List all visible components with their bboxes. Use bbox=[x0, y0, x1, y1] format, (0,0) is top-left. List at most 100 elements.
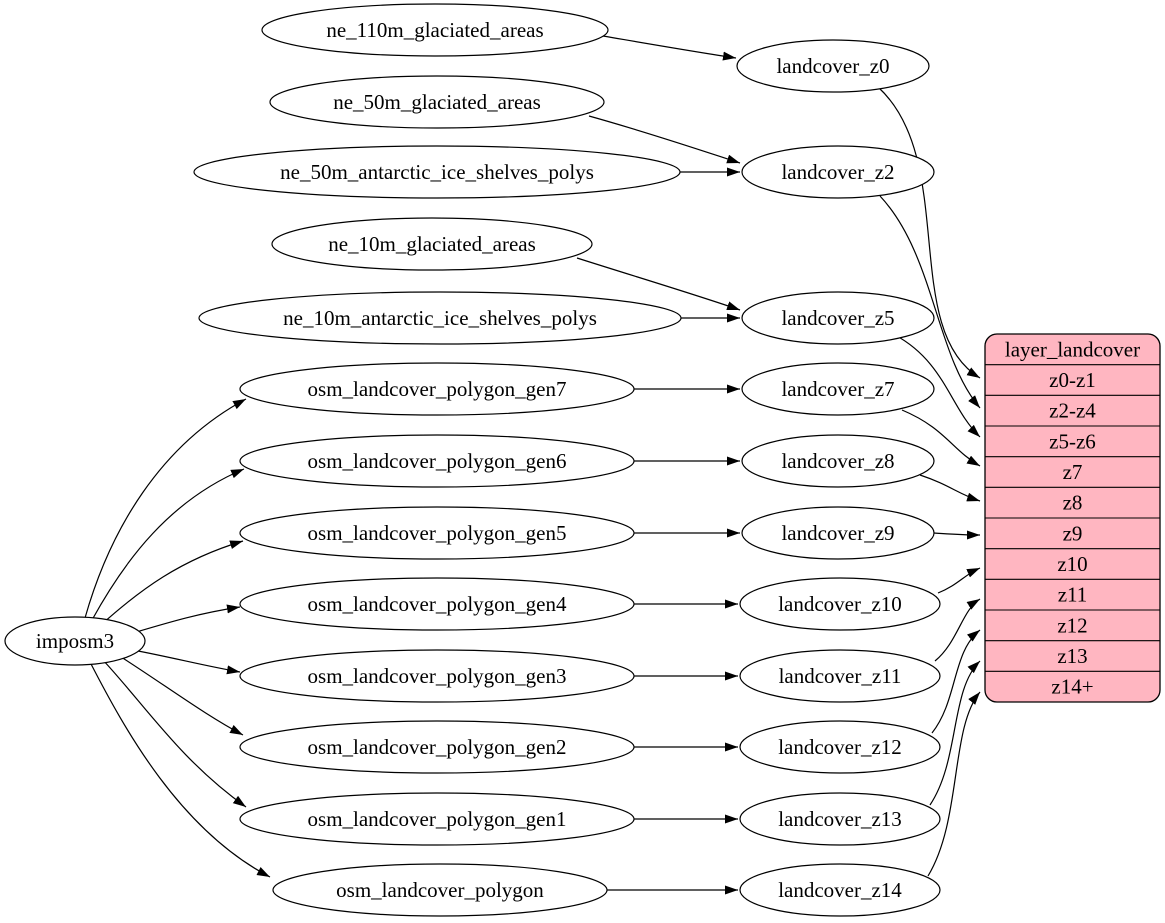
node-ne_10m_antarctic_ice_shelves_polys: ne_10m_antarctic_ice_shelves_polys bbox=[198, 291, 682, 345]
node-landcover_z2: landcover_z2 bbox=[741, 145, 935, 199]
edge-imposm3-to-osm_landcover_polygon_gen2 bbox=[117, 654, 244, 736]
node-landcover_z9: landcover_z9 bbox=[741, 506, 935, 560]
node-label-osm_landcover_polygon_gen7: osm_landcover_polygon_gen7 bbox=[308, 377, 567, 401]
node-label-landcover_z0: landcover_z0 bbox=[776, 54, 889, 78]
node-shape-ne_50m_glaciated_areas bbox=[269, 75, 605, 129]
node-shape-landcover_z5 bbox=[741, 291, 935, 345]
node-label-osm_landcover_polygon_gen5: osm_landcover_polygon_gen5 bbox=[308, 521, 567, 545]
node-label-landcover_z14: landcover_z14 bbox=[778, 878, 902, 902]
node-label-osm_landcover_polygon_gen1: osm_landcover_polygon_gen1 bbox=[308, 807, 567, 831]
node-shape-landcover_z11 bbox=[739, 649, 941, 703]
node-shape-osm_landcover_polygon_gen6 bbox=[239, 434, 635, 488]
node-shape-imposm3 bbox=[4, 616, 146, 666]
node-landcover_z5: landcover_z5 bbox=[741, 291, 935, 345]
edge-imposm3-to-osm_landcover_polygon_gen6 bbox=[91, 468, 245, 621]
node-shape-osm_landcover_polygon_gen2 bbox=[239, 720, 635, 774]
node-shape-osm_landcover_polygon_gen5 bbox=[239, 506, 635, 560]
record-table-layer: layer_landcoverz0-z1z2-z4z5-z6z7z8z9z10z… bbox=[984, 333, 1161, 703]
node-imposm3: imposm3 bbox=[4, 616, 146, 666]
node-shape-osm_landcover_polygon_gen3 bbox=[239, 649, 635, 703]
node-osm_landcover_polygon_gen2: osm_landcover_polygon_gen2 bbox=[239, 720, 635, 774]
node-shape-osm_landcover_polygon_gen7 bbox=[239, 362, 635, 416]
node-shape-ne_10m_antarctic_ice_shelves_polys bbox=[198, 291, 682, 345]
edge-ne_10m_glaciated_areas-to-landcover_z5 bbox=[576, 257, 741, 311]
edges-layer bbox=[84, 35, 981, 895]
edge-imposm3-to-osm_landcover_polygon_gen5 bbox=[101, 540, 244, 625]
node-shape-ne_50m_antarctic_ice_shelves_polys bbox=[193, 145, 681, 199]
node-ne_50m_antarctic_ice_shelves_polys: ne_50m_antarctic_ice_shelves_polys bbox=[193, 145, 681, 199]
node-label-ne_10m_glaciated_areas: ne_10m_glaciated_areas bbox=[328, 232, 536, 256]
record-row-z9: z9 bbox=[1063, 521, 1083, 545]
node-shape-osm_landcover_polygon_gen1 bbox=[239, 792, 635, 846]
edge-imposm3-to-osm_landcover_polygon_gen7 bbox=[84, 398, 247, 619]
edge-ne_50m_glaciated_areas-to-landcover_z2 bbox=[588, 115, 741, 164]
record-row-z5-z6: z5-z6 bbox=[1049, 429, 1096, 453]
node-label-osm_landcover_polygon_gen3: osm_landcover_polygon_gen3 bbox=[308, 664, 567, 688]
edge-ne_110m_glaciated_areas-to-landcover_z0 bbox=[602, 35, 737, 61]
edge-landcover_z2-to-row_z2-z4 bbox=[879, 195, 981, 409]
node-label-landcover_z2: landcover_z2 bbox=[781, 160, 894, 184]
node-label-landcover_z8: landcover_z8 bbox=[781, 449, 894, 473]
edge-landcover_z13-to-row_z13 bbox=[929, 660, 981, 806]
node-label-landcover_z5: landcover_z5 bbox=[781, 306, 894, 330]
node-landcover_z10: landcover_z10 bbox=[739, 577, 941, 631]
record-row-z8: z8 bbox=[1063, 491, 1083, 515]
node-ne_10m_glaciated_areas: ne_10m_glaciated_areas bbox=[271, 217, 593, 271]
edge-landcover_z7-to-row_z7 bbox=[901, 409, 981, 467]
node-landcover_z7: landcover_z7 bbox=[741, 362, 935, 416]
node-shape-landcover_z10 bbox=[739, 577, 941, 631]
node-ne_110m_glaciated_areas: ne_110m_glaciated_areas bbox=[261, 3, 609, 57]
node-label-osm_landcover_polygon_gen2: osm_landcover_polygon_gen2 bbox=[308, 735, 567, 759]
node-shape-landcover_z9 bbox=[741, 506, 935, 560]
node-osm_landcover_polygon_gen6: osm_landcover_polygon_gen6 bbox=[239, 434, 635, 488]
node-shape-landcover_z0 bbox=[736, 39, 930, 93]
edge-imposm3-to-osm_landcover_polygon_gen3 bbox=[132, 649, 241, 675]
record-row-z7: z7 bbox=[1063, 460, 1083, 484]
node-label-landcover_z13: landcover_z13 bbox=[778, 807, 902, 831]
edge-imposm3-to-osm_landcover_polygon bbox=[89, 661, 271, 878]
record-row-z0-z1: z0-z1 bbox=[1049, 368, 1096, 392]
nodes-layer: imposm3 ne_110m_glaciated_areas ne_50m_gla… bbox=[4, 3, 941, 917]
record-row-z2-z4: z2-z4 bbox=[1049, 399, 1096, 423]
node-label-osm_landcover_polygon: osm_landcover_polygon bbox=[336, 878, 544, 902]
node-shape-landcover_z2 bbox=[741, 145, 935, 199]
node-osm_landcover_polygon_gen5: osm_landcover_polygon_gen5 bbox=[239, 506, 635, 560]
node-osm_landcover_polygon_gen7: osm_landcover_polygon_gen7 bbox=[239, 362, 635, 416]
node-osm_landcover_polygon: osm_landcover_polygon bbox=[272, 863, 608, 917]
node-label-landcover_z10: landcover_z10 bbox=[778, 592, 902, 616]
node-shape-landcover_z14 bbox=[739, 863, 941, 917]
edge-landcover_z11-to-row_z11 bbox=[934, 598, 981, 662]
edge-imposm3-to-osm_landcover_polygon_gen1 bbox=[101, 658, 247, 808]
node-landcover_z8: landcover_z8 bbox=[741, 434, 935, 488]
node-label-ne_110m_glaciated_areas: ne_110m_glaciated_areas bbox=[326, 18, 543, 42]
node-shape-ne_10m_glaciated_areas bbox=[271, 217, 593, 271]
record-row-z14+: z14+ bbox=[1051, 675, 1093, 699]
record-node-layer_landcover: layer_landcoverz0-z1z2-z4z5-z6z7z8z9z10z… bbox=[984, 333, 1161, 703]
edge-landcover_z12-to-row_z12 bbox=[931, 629, 981, 734]
node-osm_landcover_polygon_gen1: osm_landcover_polygon_gen1 bbox=[239, 792, 635, 846]
node-osm_landcover_polygon_gen4: osm_landcover_polygon_gen4 bbox=[239, 577, 635, 631]
node-label-landcover_z7: landcover_z7 bbox=[781, 377, 894, 401]
edge-imposm3-to-osm_landcover_polygon_gen4 bbox=[132, 604, 241, 634]
record-row-z12: z12 bbox=[1057, 613, 1087, 637]
node-label-landcover_z9: landcover_z9 bbox=[781, 521, 894, 545]
edge-landcover_z5-to-row_z5-z6 bbox=[894, 334, 981, 438]
edge-landcover_z9-to-row_z9 bbox=[933, 530, 981, 540]
node-shape-landcover_z12 bbox=[739, 720, 941, 774]
node-shape-osm_landcover_polygon_gen4 bbox=[239, 577, 635, 631]
node-ne_50m_glaciated_areas: ne_50m_glaciated_areas bbox=[269, 75, 605, 129]
node-label-landcover_z11: landcover_z11 bbox=[779, 664, 902, 688]
node-shape-osm_landcover_polygon bbox=[272, 863, 608, 917]
node-label-landcover_z12: landcover_z12 bbox=[778, 735, 902, 759]
node-landcover_z0: landcover_z0 bbox=[736, 39, 930, 93]
record-row-z11: z11 bbox=[1058, 583, 1088, 607]
edge-landcover_z10-to-row_z10 bbox=[937, 567, 981, 594]
record-row-z10: z10 bbox=[1057, 552, 1087, 576]
node-label-imposm3: imposm3 bbox=[36, 629, 114, 653]
record-row-z13: z13 bbox=[1057, 644, 1087, 668]
edge-landcover_z8-to-row_z8 bbox=[919, 474, 981, 502]
node-label-ne_50m_antarctic_ice_shelves_polys: ne_50m_antarctic_ice_shelves_polys bbox=[280, 160, 594, 184]
node-landcover_z14: landcover_z14 bbox=[739, 863, 941, 917]
node-landcover_z12: landcover_z12 bbox=[739, 720, 941, 774]
